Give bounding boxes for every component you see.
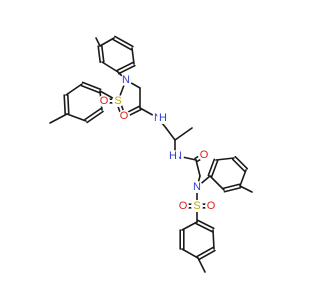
double-bond-u3-u4 — [116, 61, 136, 75]
double-bond-r5-r6 — [179, 229, 185, 250]
single-bond-c2-c3 — [174, 127, 193, 141]
atom-label-background — [198, 149, 210, 161]
double-bond-l3-l4 — [231, 155, 249, 173]
single-bond-u4-u5 — [101, 61, 119, 73]
single-bond-cc2-cb — [195, 159, 201, 177]
hydrogen-atom-label: H — [159, 112, 167, 124]
single-bond-l2-l3 — [215, 157, 235, 161]
single-bond-l6-l1 — [209, 175, 225, 191]
atom-label-background — [98, 95, 110, 107]
sulfur-atom-label: S — [193, 200, 200, 212]
atom-label-background — [191, 200, 203, 212]
oxygen-atom-label: O — [179, 200, 188, 212]
single-bond-t4-t5 — [66, 113, 87, 122]
double-bond-t3-t4 — [63, 94, 70, 115]
double-bond-l1-l2 — [207, 158, 219, 178]
double-bond-r1-r2 — [195, 219, 215, 233]
double-bond-u5-u6 — [97, 44, 105, 64]
single-bond-c1-c2 — [165, 127, 176, 141]
double-bond-r3-r4 — [196, 246, 216, 261]
oxygen-atom-label: O — [200, 149, 209, 161]
sulfur-atom-label: S — [114, 95, 121, 107]
oxygen-atom-label: O — [207, 200, 216, 212]
hydrogen-atom-label: H — [169, 150, 177, 162]
atom-label-background — [157, 112, 169, 124]
single-bond-t2-t3 — [65, 83, 83, 96]
single-bond-t4-tm — [49, 113, 68, 124]
single-bond-r2-r3 — [212, 229, 215, 250]
single-bond-u6-u1 — [99, 37, 115, 47]
single-bond-r6-r1 — [181, 221, 198, 231]
nitrogen-atom-label: N — [193, 181, 201, 193]
atom-label-background — [120, 74, 132, 86]
single-bond-r4-rm — [197, 257, 206, 273]
atom-label-background — [177, 200, 189, 212]
bond-layer — [49, 35, 253, 273]
double-bond-l5-l6 — [222, 183, 242, 193]
atom-label-background — [118, 110, 130, 122]
oxygen-atom-label: O — [100, 95, 109, 107]
atom-label-background — [167, 150, 179, 162]
double-bond-u1-u2 — [112, 35, 134, 51]
nitrogen-atom-label: N — [122, 74, 130, 86]
atom-label-background — [205, 200, 217, 212]
atom-label-layer: NSOOONHNHONSOO — [98, 74, 217, 212]
atom-label-background — [112, 95, 124, 107]
single-bond-u2-u3 — [131, 47, 135, 65]
single-bond-l4-l5 — [239, 169, 247, 187]
single-bond-l5-lm — [239, 185, 253, 193]
single-bond-r4-r5 — [181, 248, 199, 259]
single-bond-u6-um — [95, 37, 101, 47]
molecule-structure-diagram: NSOOONHNHONSOO — [49, 35, 253, 273]
atom-label-background — [191, 181, 203, 193]
oxygen-atom-label: O — [120, 110, 129, 122]
double-bond-t5-t6 — [84, 107, 104, 124]
double-bond-t1-t2 — [80, 81, 102, 94]
